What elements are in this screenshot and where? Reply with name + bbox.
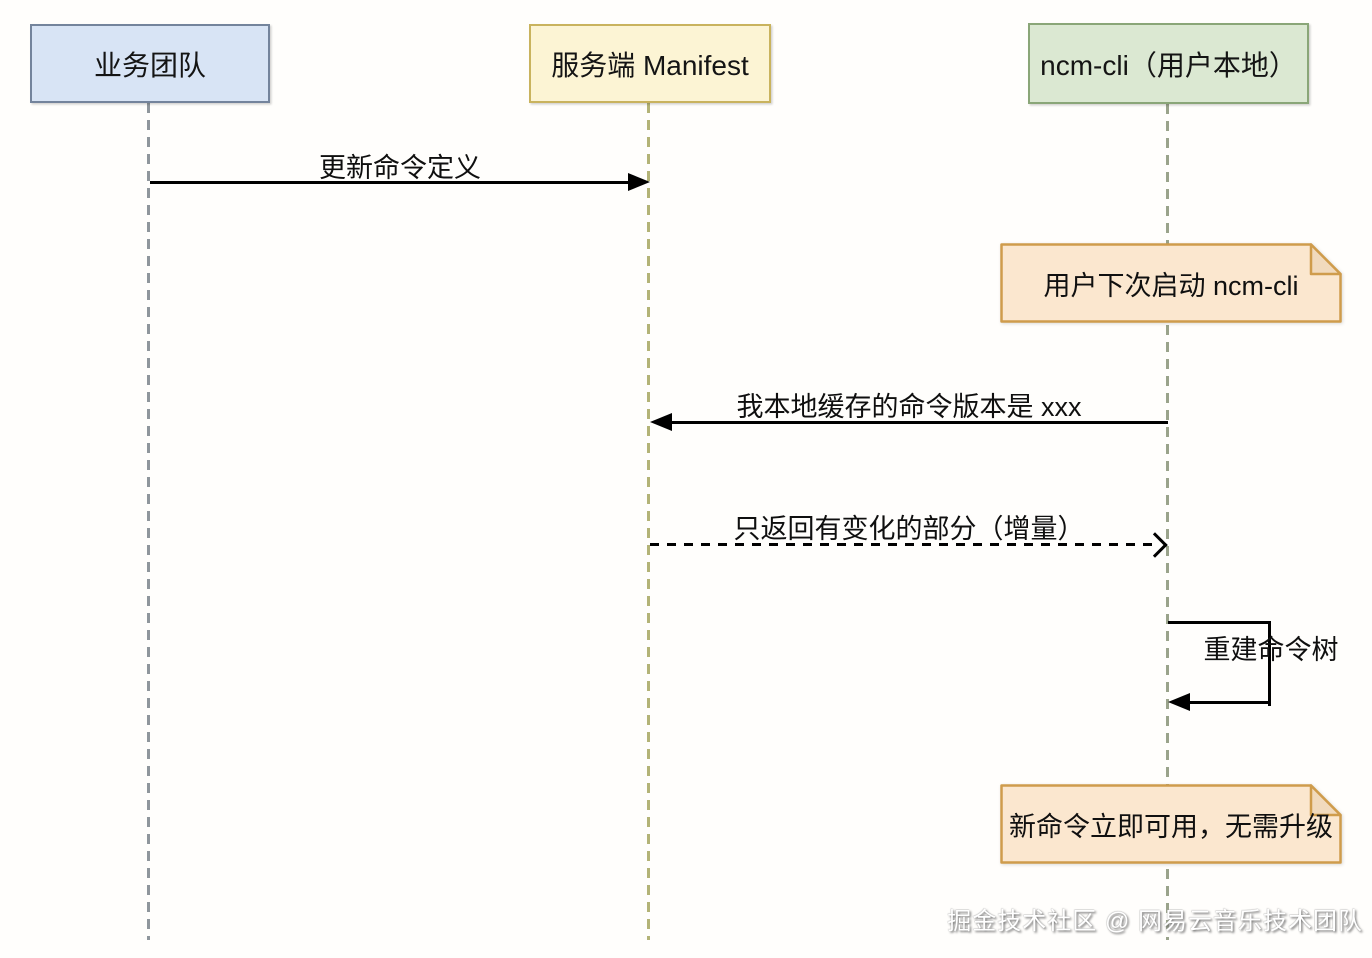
arrowhead-left-icon (1168, 693, 1190, 711)
message-label-rebuild-tree: 重建命令树 (1203, 635, 1339, 665)
note-immediately-available: 新命令立即可用，无需升级 (1000, 784, 1342, 864)
self-message-vertical-line (1268, 621, 1271, 706)
actor-label: ncm-cli（用户本地） (1040, 49, 1297, 81)
actor-business-team: 业务团队 (30, 24, 270, 103)
self-message-top-line (1168, 621, 1271, 624)
lifeline-server-manifest (647, 103, 650, 940)
actor-ncm-cli: ncm-cli（用户本地） (1028, 23, 1309, 104)
note-text: 用户下次启动 ncm-cli (1043, 270, 1299, 301)
arrowhead-right-icon (628, 173, 650, 191)
lifeline-business-team (147, 103, 150, 940)
message-label-incremental-diff: 只返回有变化的部分（增量） (733, 514, 1085, 544)
message-label-cached-version: 我本地缓存的命令版本是 xxx (736, 392, 1082, 422)
note-text: 新命令立即可用，无需升级 (1009, 811, 1333, 842)
message-line-update-command (150, 181, 642, 184)
message-label-update-command: 更新命令定义 (319, 153, 481, 183)
note-next-launch: 用户下次启动 ncm-cli (1000, 243, 1342, 323)
note-shape (1000, 784, 1342, 864)
lifeline-ncm-cli (1166, 104, 1169, 940)
actor-server-manifest: 服务端 Manifest (529, 24, 771, 103)
note-shape (1000, 243, 1342, 323)
actor-label: 服务端 Manifest (551, 49, 749, 81)
self-message-bottom-line (1182, 701, 1271, 704)
actor-label: 业务团队 (93, 49, 206, 81)
message-line-cached-version (664, 421, 1168, 424)
watermark-text: 掘金技术社区 @ 网易云音乐技术团队 (947, 908, 1363, 935)
arrowhead-left-icon (650, 413, 672, 431)
message-line-incremental-diff (650, 543, 1152, 546)
